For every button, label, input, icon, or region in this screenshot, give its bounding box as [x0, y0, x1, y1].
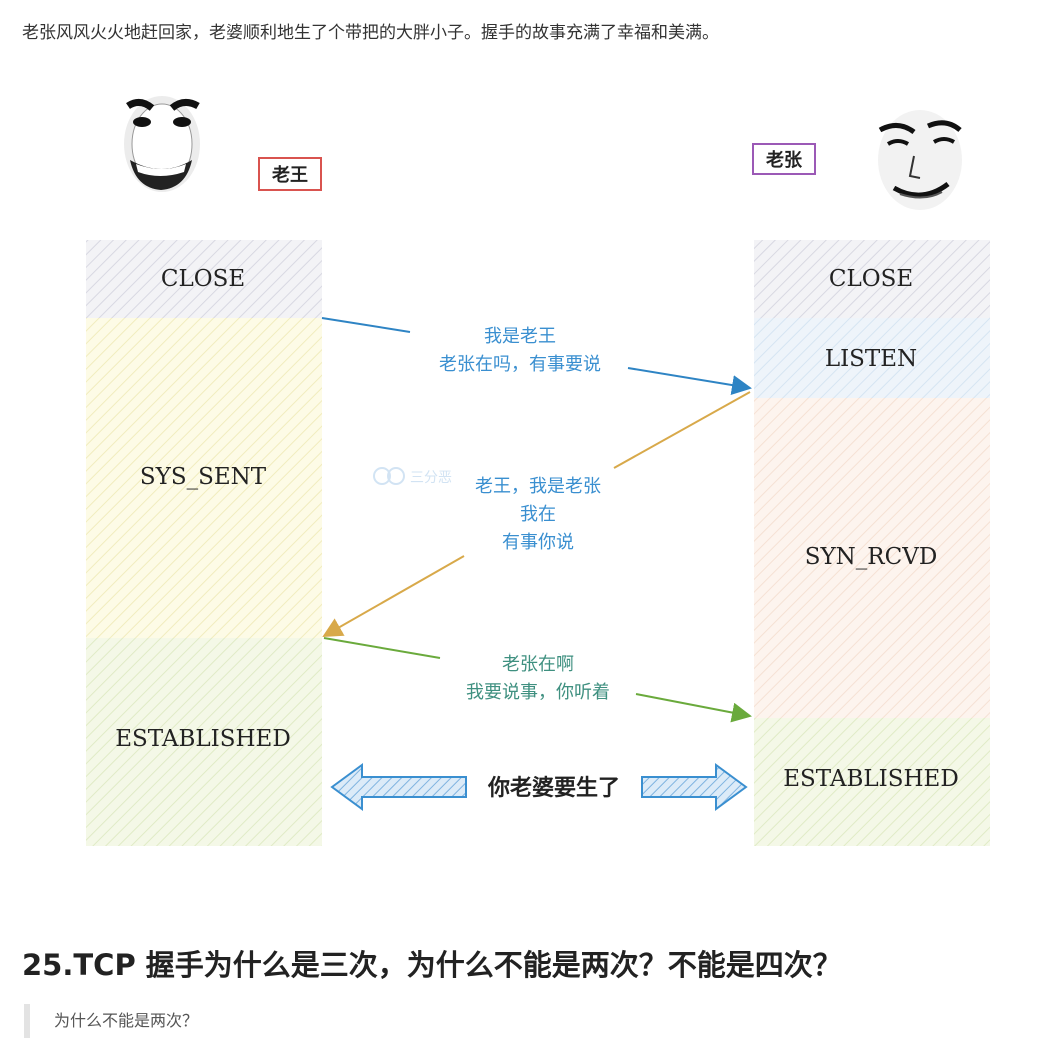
state-block-established — [754, 718, 990, 846]
state-block-close — [754, 240, 990, 318]
laozhang-state-column: CLOSE LISTEN SYN_RCVD ESTABLISHED — [754, 240, 990, 846]
state-label: CLOSE — [161, 266, 245, 292]
laozhang-name-tag: 老张 — [752, 143, 816, 175]
state-block-established — [86, 638, 322, 846]
message-line: 老张在啊 — [502, 654, 574, 675]
message-line: 我要说事，你听着 — [466, 682, 610, 703]
state-block-syn-sent — [86, 318, 322, 638]
arrow-caption: 你老婆要生了 — [487, 775, 620, 801]
state-label: SYN_RCVD — [805, 544, 938, 570]
tcp-handshake-diagram: 老王 老张 CLOSE SYS_SENT ESTABLISHED CLOSE L… — [86, 96, 990, 846]
message-line: 有事你说 — [502, 532, 574, 553]
laowang-face-icon — [124, 96, 200, 192]
message-line: 我在 — [520, 504, 556, 525]
laozhang-face-icon — [878, 110, 962, 210]
state-block-syn-rcvd — [754, 398, 990, 718]
section-heading: 25.TCP 握手为什么是三次，为什么不能是两次？不能是四次？ — [22, 948, 842, 982]
laowang-state-column: CLOSE SYS_SENT ESTABLISHED — [86, 240, 322, 846]
state-label: SYS_SENT — [140, 464, 267, 490]
state-label: CLOSE — [829, 266, 913, 292]
ack-message: 老张在啊 我要说事，你听着 — [323, 637, 752, 723]
blockquote-text: 为什么不能是两次？ — [54, 1011, 199, 1030]
double-arrow-icon: 你老婆要生了 — [330, 763, 748, 811]
watermark: 三分恶 — [373, 467, 452, 486]
svg-text:老张: 老张 — [766, 149, 803, 171]
state-label: LISTEN — [825, 346, 917, 372]
message-line: 老王，我是老张 — [475, 476, 601, 497]
state-label: ESTABLISHED — [783, 766, 959, 792]
syn-ack-message: 老王，我是老张 我在 有事你说 — [322, 391, 751, 637]
laowang-name-tag: 老王 — [258, 157, 322, 191]
message-line: 老张在吗，有事要说 — [439, 354, 601, 375]
intro-paragraph: 老张风风火火地赶回家，老婆顺利地生了个带把的大胖小子。握手的故事充满了幸福和美满… — [22, 23, 719, 43]
state-block-listen — [754, 318, 990, 398]
state-label: ESTABLISHED — [115, 726, 291, 752]
syn-message: 我是老王 老张在吗，有事要说 — [321, 317, 752, 395]
blockquote: 为什么不能是两次？ — [24, 1004, 1024, 1038]
svg-text:三分恶: 三分恶 — [410, 470, 452, 486]
svg-text:老王: 老王 — [272, 164, 308, 186]
state-block-close — [86, 240, 322, 318]
message-line: 我是老王 — [484, 326, 556, 347]
